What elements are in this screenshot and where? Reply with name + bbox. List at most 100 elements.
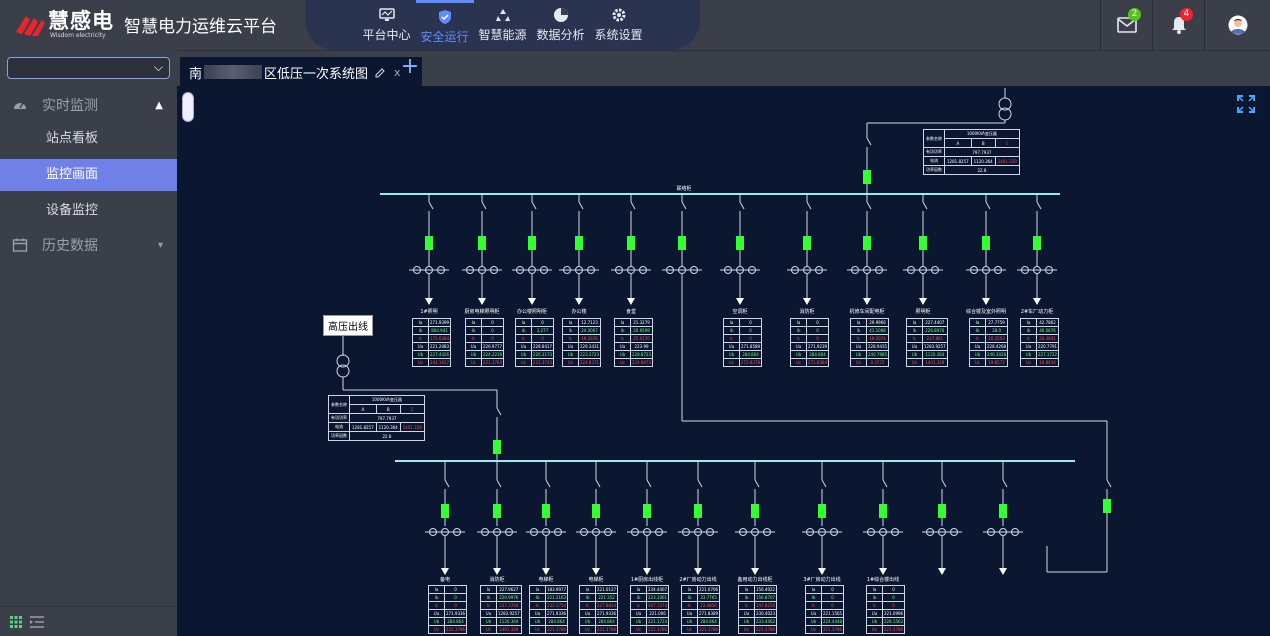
feeder-label[interactable]: 电梯柜 [538, 577, 554, 583]
feeder-label[interactable]: 办公楼照明柜 [516, 309, 548, 315]
param-name: Ib [1020, 326, 1037, 335]
site-select[interactable]: ⌵ [7, 57, 170, 79]
param-value: 1120.364 [922, 350, 948, 359]
param-name: Ia [790, 318, 807, 327]
param-name: Ua [412, 342, 429, 351]
switch-icon [444, 479, 450, 488]
breaker-icon [863, 236, 871, 250]
feeder-label[interactable]: 综合楼及室外照明 [965, 309, 1007, 315]
hv-outlet-label[interactable]: 高压出线 [323, 315, 373, 336]
nav-smart-energy[interactable]: 智慧能源 [474, 0, 532, 50]
param-name: Ua [805, 609, 822, 618]
sidebar-item-device-monitor[interactable]: 设备监控 [46, 203, 99, 218]
param-name: Ia [969, 318, 986, 327]
user-avatar-button[interactable] [1204, 0, 1270, 50]
param-value: 232.3754 [544, 601, 569, 610]
chevron-up-icon: ▲ [155, 99, 163, 111]
logo-mark-icon [16, 15, 45, 36]
param-value: 224.4448 [820, 617, 845, 626]
fullscreen-icon[interactable] [1236, 94, 1256, 114]
param-value: 3.277 [530, 326, 555, 335]
param-name: Ua [681, 609, 698, 618]
param-name: Ib [906, 326, 923, 335]
param-name: Ua [790, 342, 807, 351]
feeder-label[interactable]: 电梯柜 [588, 577, 604, 583]
param-value: 271.8589 [738, 342, 763, 351]
param-name: Ub [866, 617, 883, 626]
tab-system-diagram[interactable]: 南 区低压一次系统图 x [180, 57, 422, 87]
nav-label: 安全运行 [420, 29, 469, 44]
mail-button[interactable]: 2 [1100, 0, 1152, 50]
logo[interactable]: 慧感电 Wisdom electricity 智慧电力运维云平台 [14, 10, 277, 39]
add-tab-button[interactable]: + [400, 54, 420, 79]
sidebar-group-history[interactable]: 历史数据 ▾ [0, 227, 177, 263]
feeder-label[interactable]: 备电 [439, 577, 451, 583]
apps-grid-icon[interactable] [10, 615, 22, 628]
param-value: 0 [443, 601, 468, 610]
feeder-label[interactable]: 1#厨房出线柜 [630, 577, 664, 583]
feeder-label[interactable]: 办公楼 [571, 309, 587, 315]
param-cell: C [399, 404, 425, 414]
switch-icon [496, 407, 502, 416]
sidebar-group-realtime[interactable]: 实时监测 ▲ [0, 87, 177, 123]
feeder-label[interactable]: 照明柜 [915, 309, 931, 315]
switch-icon [922, 201, 928, 210]
edit-icon[interactable] [375, 67, 386, 78]
param-value: 284.864 [443, 617, 468, 626]
breaker-icon [736, 236, 744, 250]
pie-chart-icon [553, 8, 568, 22]
nav-safe-operation[interactable]: 安全运行 [415, 0, 474, 50]
param-value: 221.3786 [443, 625, 468, 634]
param-name: Ic [1020, 334, 1037, 343]
feeder-label[interactable]: 3#厂房动力出线 [803, 577, 841, 583]
feeder-label[interactable]: 1#照明 [420, 309, 438, 315]
notification-button[interactable]: 4 [1152, 0, 1204, 50]
feeder-label[interactable]: 机修车间配电柜 [849, 309, 885, 315]
param-value: 221.3786 [820, 625, 845, 634]
feeder-label[interactable]: 空调柜 [732, 309, 748, 315]
feeder-label[interactable]: 1#综合楼出线 [866, 577, 900, 583]
param-name: Ib [723, 326, 740, 335]
param-value: 1401.329 [496, 625, 522, 634]
param-value: 228.1563 [881, 617, 906, 626]
breaker-icon [1033, 236, 1041, 250]
param-value: 223.99 [629, 342, 654, 351]
platform-title: 智慧电力运维云平台 [124, 17, 277, 37]
feeder-label[interactable]: 消防柜 [799, 309, 815, 315]
sidebar-item-site-board[interactable]: 站点看板 [46, 131, 99, 146]
switch-icon [1002, 479, 1008, 488]
param-name: Uc [681, 625, 698, 634]
switch-icon [985, 201, 991, 210]
feeder-label[interactable]: 消防柜 [489, 577, 505, 583]
tab-close-button[interactable]: x [394, 65, 401, 79]
feeder-label[interactable]: 厨房电梯照明柜 [464, 309, 500, 315]
collapse-menu-icon[interactable] [30, 615, 44, 628]
nav-data-analysis[interactable]: 数据分析 [532, 0, 590, 50]
param-value: 0 [480, 334, 505, 343]
param-name: Ic [681, 601, 698, 610]
feeder-label[interactable]: 2#厂房动力出线 [679, 577, 717, 583]
param-name: Uc [738, 625, 755, 634]
param-name: Ib [515, 326, 532, 335]
feeder-label[interactable]: 备用动力出线柜 [737, 577, 773, 583]
feeder-label[interactable]: 2#车厂动力柜 [1020, 309, 1054, 315]
nav-system-settings[interactable]: 系统设置 [590, 0, 648, 50]
breaker-icon [999, 504, 1007, 518]
param-value: 227.3704 [496, 601, 522, 610]
nav-platform-center[interactable]: 平台中心 [358, 0, 416, 50]
param-name: Uc [515, 358, 532, 367]
scroll-handle[interactable] [182, 92, 194, 122]
param-name: Ib [969, 326, 986, 335]
param-name: Ua [529, 609, 546, 618]
sidebar-group-label: 实时监测 [42, 98, 98, 114]
param-value: 19.2676 [577, 334, 602, 343]
sidebar-item-monitor-screen[interactable]: 监控画面 [0, 159, 177, 191]
param-value: 246.3028 [984, 350, 1009, 359]
feeder-label[interactable]: 食堂 [625, 309, 637, 315]
param-name: Ia [579, 585, 596, 594]
switch-icon [428, 201, 434, 210]
transformer-icon [998, 97, 1012, 111]
